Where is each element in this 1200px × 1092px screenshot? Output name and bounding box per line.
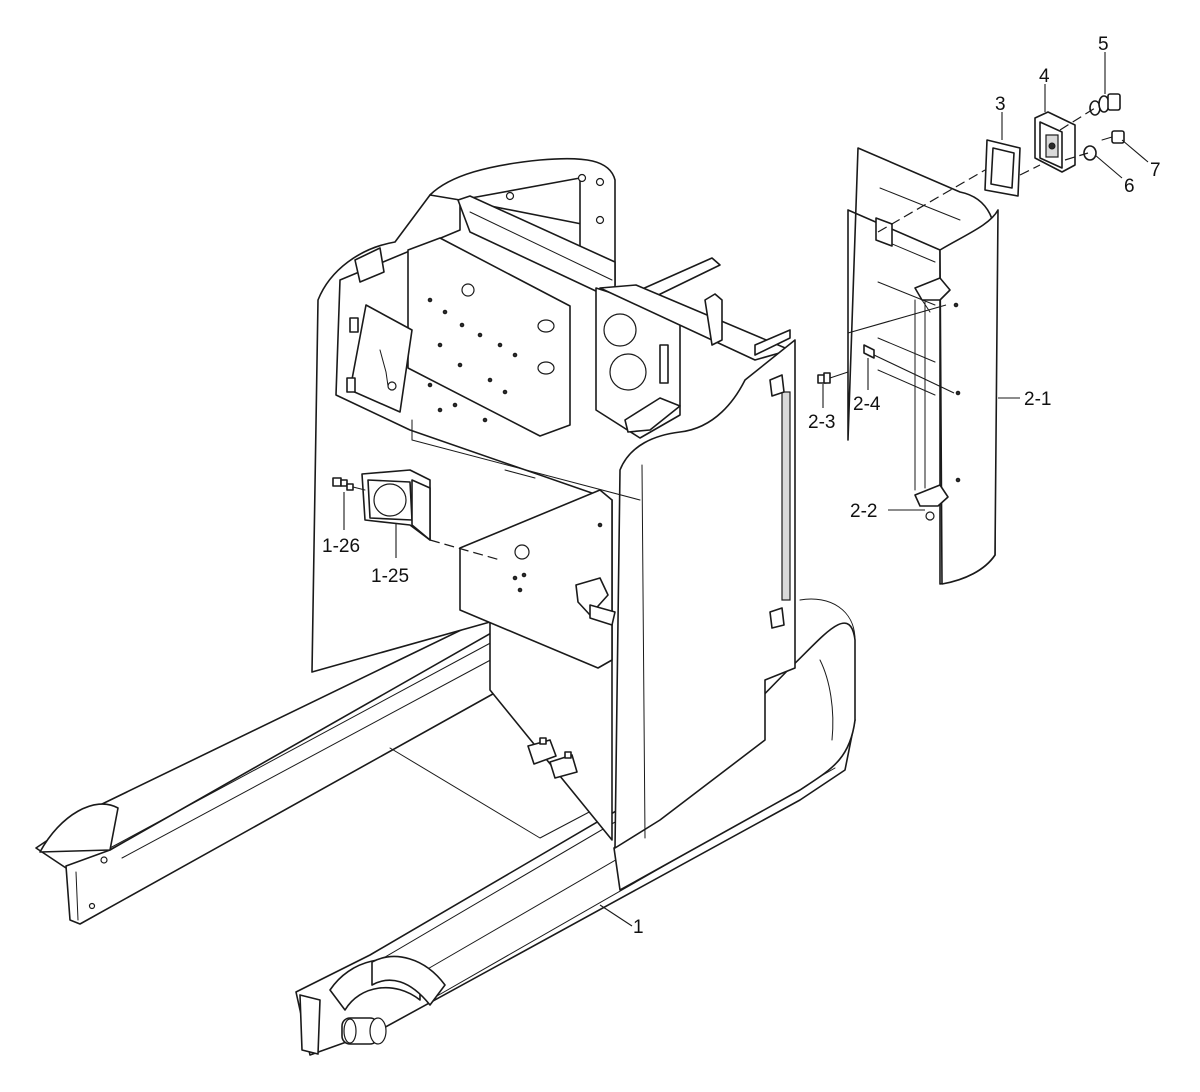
upright-top-shroud xyxy=(429,157,616,286)
top-channel-bracket xyxy=(457,195,721,316)
part-1-25-fan-bracket xyxy=(361,469,501,561)
part-2-1-side-cover xyxy=(847,147,999,585)
callout-2-4: 2-4 xyxy=(853,394,881,415)
part-4-switch-housing xyxy=(1034,111,1076,173)
plate-holes xyxy=(427,297,518,423)
callout-labels: 5 4 3 7 6 2-1 2-3 2-4 2-2 1-26 1-25 1 xyxy=(322,34,1161,938)
side-lever-plate xyxy=(346,247,413,413)
part-5-bolt xyxy=(1089,93,1121,116)
part-7-screw xyxy=(1101,130,1125,144)
callout-1-25: 1-25 xyxy=(371,566,409,587)
top-cross-bar xyxy=(599,284,791,361)
part-1-26-screw xyxy=(332,477,366,491)
callout-2-1: 2-1 xyxy=(1024,389,1051,410)
main-frame xyxy=(35,157,856,1056)
part-6-washer xyxy=(1083,145,1097,161)
leader-lines xyxy=(343,52,1149,927)
lower-inner-panel xyxy=(459,489,616,669)
callout-2-3: 2-3 xyxy=(808,412,835,433)
left-fork-rail xyxy=(35,615,501,925)
callout-1: 1 xyxy=(633,917,644,938)
floor-terminal-blocks xyxy=(527,737,578,779)
inner-mounting-plate xyxy=(407,237,571,437)
part-2-3-screw xyxy=(817,371,849,384)
callout-7: 7 xyxy=(1150,160,1161,181)
callout-5: 5 xyxy=(1098,34,1109,55)
part-3-gasket xyxy=(984,139,1021,197)
callout-6: 6 xyxy=(1124,176,1135,197)
callout-3: 3 xyxy=(995,94,1006,115)
callout-4: 4 xyxy=(1039,66,1050,87)
callout-2-2: 2-2 xyxy=(850,501,877,522)
assembly-dash-lines xyxy=(877,107,1096,233)
callout-1-26: 1-26 xyxy=(322,536,360,557)
upright-panel-right xyxy=(614,339,796,849)
middle-bracket xyxy=(411,397,681,501)
